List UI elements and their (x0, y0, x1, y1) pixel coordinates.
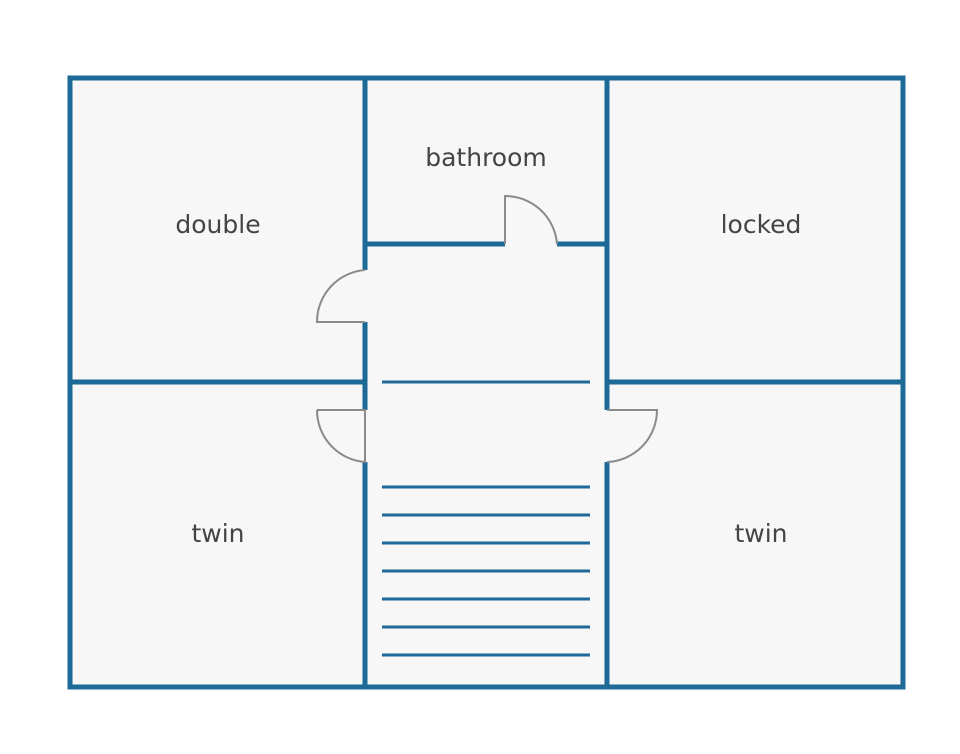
room-label-bathroom: bathroom (425, 143, 547, 172)
door-bathroom (504, 194, 558, 245)
door-twin-right (606, 409, 659, 463)
door-twin-left (315, 409, 366, 464)
room-label-twin-right: twin (734, 519, 787, 548)
room-label-double: double (175, 210, 260, 239)
room-label-locked: locked (721, 210, 802, 239)
door-double (315, 269, 366, 323)
room-label-twin-left: twin (191, 519, 244, 548)
